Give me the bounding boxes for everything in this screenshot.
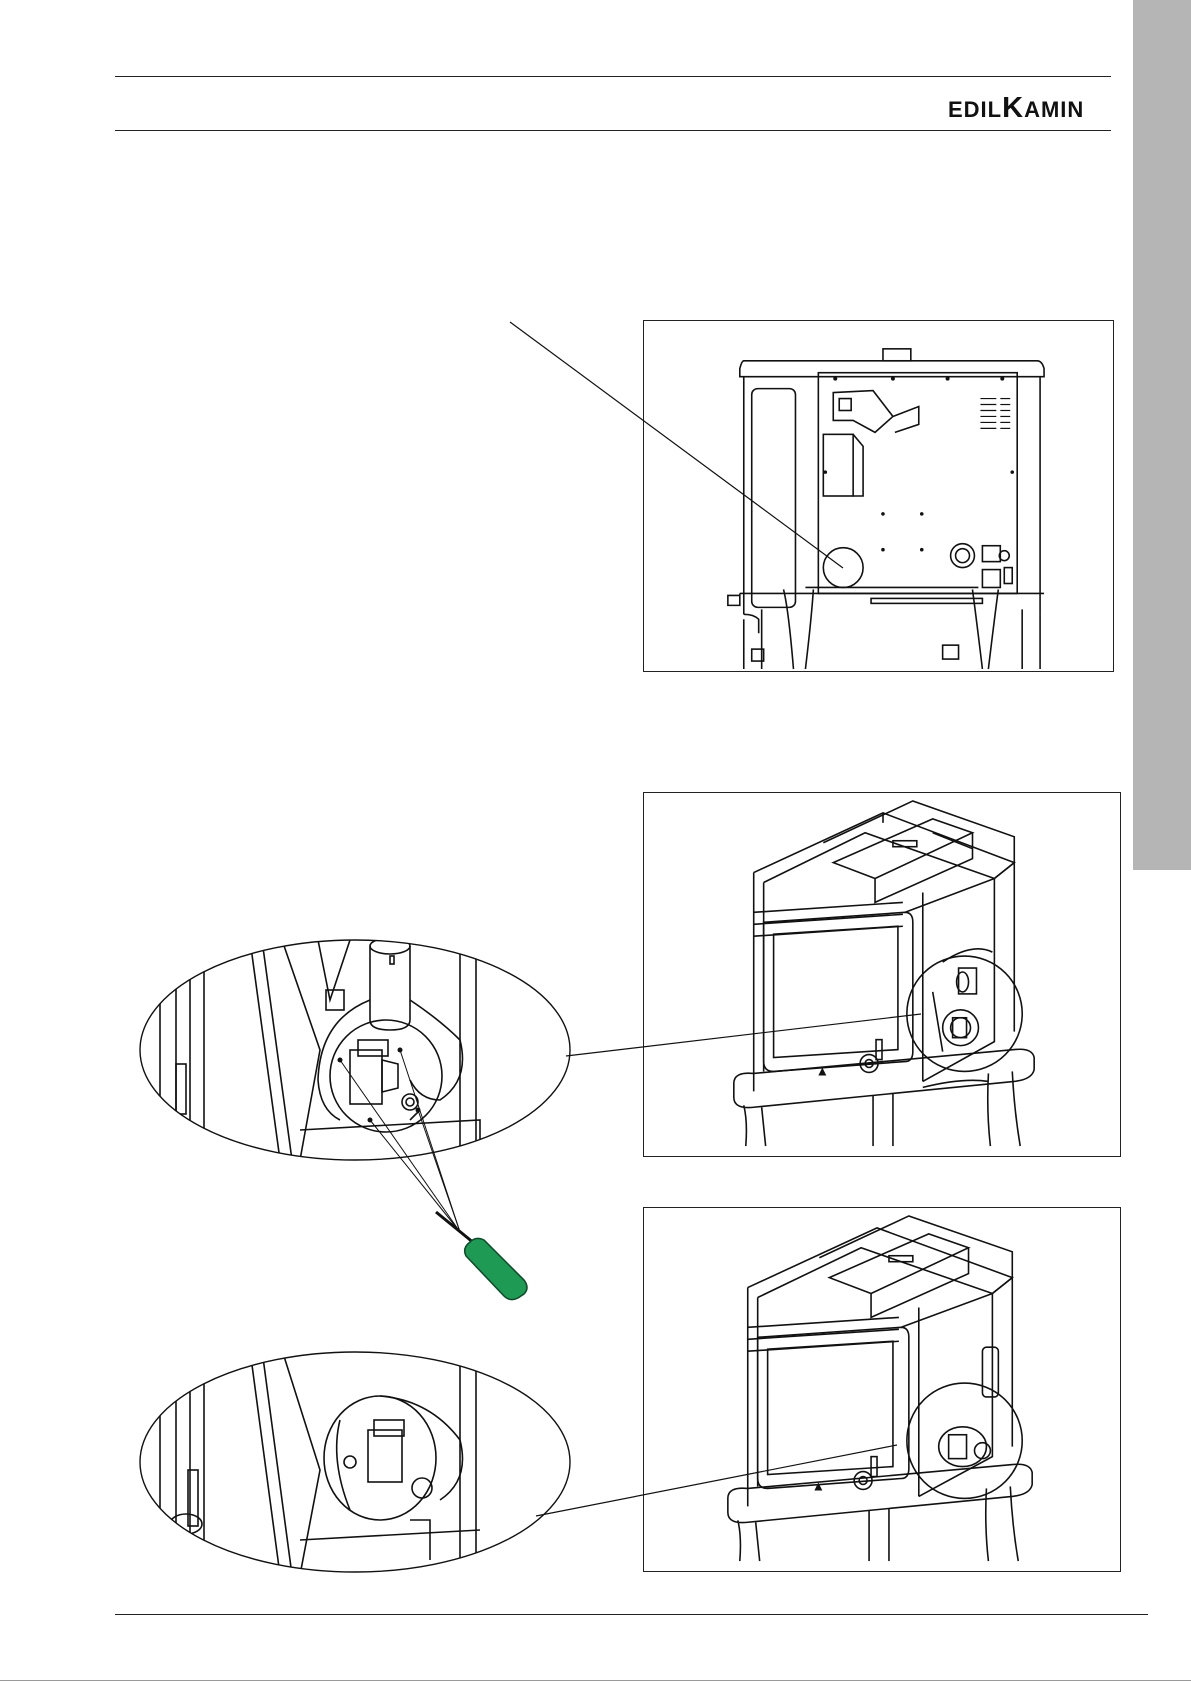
logo-part-1: EDIL [948, 97, 1002, 122]
zoom-detail-1 [140, 938, 570, 1160]
figure-front-view-2 [643, 1207, 1121, 1572]
figure-front-view-1 [643, 792, 1121, 1157]
figure-rear-view [643, 320, 1114, 672]
footer-rule [115, 1614, 1148, 1615]
front-view-drawing-1 [644, 793, 1120, 1156]
brand-logo: EDILKAMIN [948, 94, 1084, 123]
screwdriver [340, 1050, 480, 1248]
rear-view-drawing [644, 321, 1113, 671]
zoom-detail-2 [140, 1350, 570, 1575]
header-bottom-rule [115, 130, 1111, 131]
front-view-drawing-2 [644, 1208, 1120, 1571]
logo-part-2: K [1002, 92, 1024, 124]
logo-part-3: AMIN [1024, 97, 1084, 122]
section-side-tab [1133, 0, 1191, 870]
screwdriver-handle [465, 1238, 527, 1299]
page-bottom-edge [0, 1680, 1191, 1681]
header-top-rule [115, 76, 1111, 77]
